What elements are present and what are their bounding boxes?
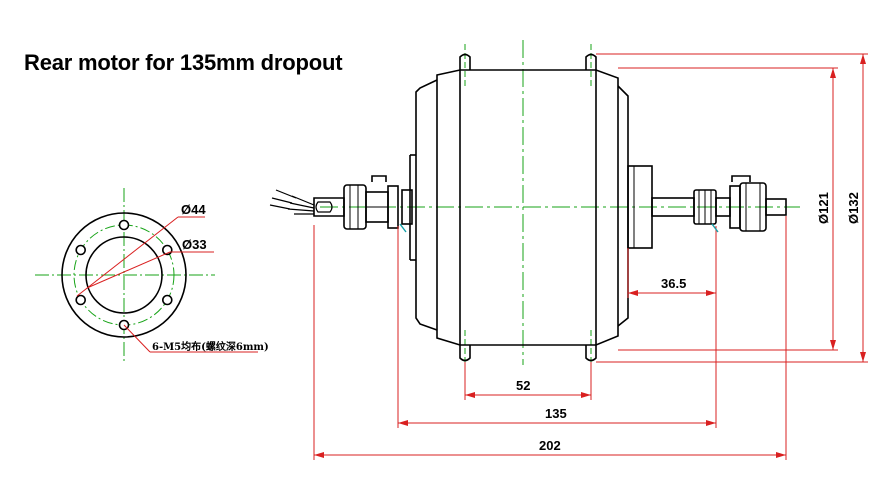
right-torque-arm-tab — [731, 175, 751, 182]
bolt-note-leader — [123, 324, 151, 353]
left-torque-arm-tab — [371, 175, 387, 182]
dim-202-label: 202 — [539, 438, 561, 453]
hub-shell — [436, 69, 619, 346]
dia33-leader — [86, 251, 171, 289]
right-spoke-flange-bottom — [585, 345, 597, 362]
right-end-cover — [617, 85, 629, 327]
left-end-cover — [415, 79, 438, 331]
left-spoke-flange-bottom — [459, 345, 471, 362]
bolt-hole — [75, 244, 86, 256]
left-axle-stub — [313, 197, 345, 217]
bolt-hole — [75, 294, 86, 306]
dim-52-label: 52 — [516, 378, 530, 393]
flange-outer-circle — [61, 212, 187, 338]
bolt-hole — [118, 219, 130, 231]
right-axle-tip — [765, 198, 787, 216]
left-spoke-flange-top — [459, 53, 471, 70]
dia33-label: Ø33 — [182, 237, 207, 252]
dim-132-label: Ø132 — [846, 192, 861, 224]
dimension-lines — [313, 53, 868, 460]
dim-135-label: 135 — [545, 406, 567, 421]
dim-36-5-label: 36.5 — [661, 276, 686, 291]
motor-cable — [269, 189, 315, 215]
dia44-leader — [76, 216, 179, 297]
right-spoke-flange-top — [585, 53, 597, 70]
dimension-arrows — [314, 54, 866, 458]
axle-flat — [315, 201, 333, 213]
bolt-hole — [162, 294, 173, 306]
dia44-label: Ø44 — [181, 202, 206, 217]
dim-121-label: Ø121 — [816, 192, 831, 224]
left-spacer — [401, 189, 413, 225]
flange-view: Ø44 Ø33 6-M5均布(螺纹深6mm) — [35, 188, 269, 362]
dimension-ticks — [399, 223, 719, 233]
bolt-note-label: 6-M5均布(螺纹深6mm) — [152, 340, 269, 353]
motor-side-view — [269, 40, 800, 368]
page-title: Rear motor for 135mm dropout — [24, 50, 343, 75]
flange-bore-circle — [85, 236, 163, 314]
